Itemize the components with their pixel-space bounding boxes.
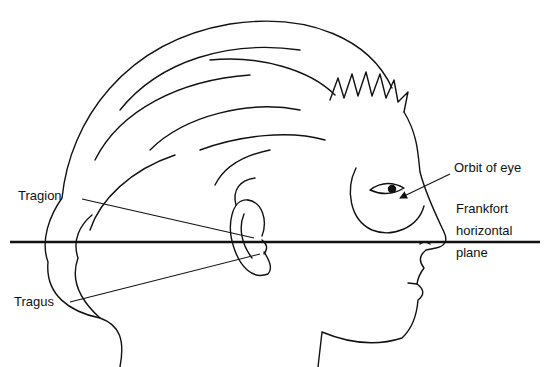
ear-rim [248, 200, 264, 236]
hair-curl [75, 215, 100, 318]
leader-line [82, 199, 254, 238]
orbit-outline [350, 168, 424, 233]
leader-line [70, 254, 260, 302]
hair-strand [215, 150, 270, 185]
hair-strand [150, 107, 300, 150]
hair-strand [210, 59, 335, 95]
eye [370, 183, 404, 193]
leader-line [400, 174, 450, 198]
mouth [408, 283, 417, 284]
hair-bangs [330, 72, 408, 112]
anatomy-label: Orbit of eye [454, 160, 521, 176]
hair-strand [200, 135, 325, 150]
pupil [389, 186, 396, 193]
frankfort-line [10, 241, 540, 243]
anatomy-label: Tragion [18, 188, 62, 204]
hair-strand [120, 48, 300, 111]
plane-label: Frankfort horizontal plane [456, 198, 536, 264]
hair-strand [90, 155, 175, 230]
anatomy-label: Tragus [14, 294, 54, 310]
face-profile [318, 112, 446, 367]
head-outline [45, 21, 392, 367]
hair-strand [235, 178, 255, 205]
hair-strand [95, 75, 250, 160]
